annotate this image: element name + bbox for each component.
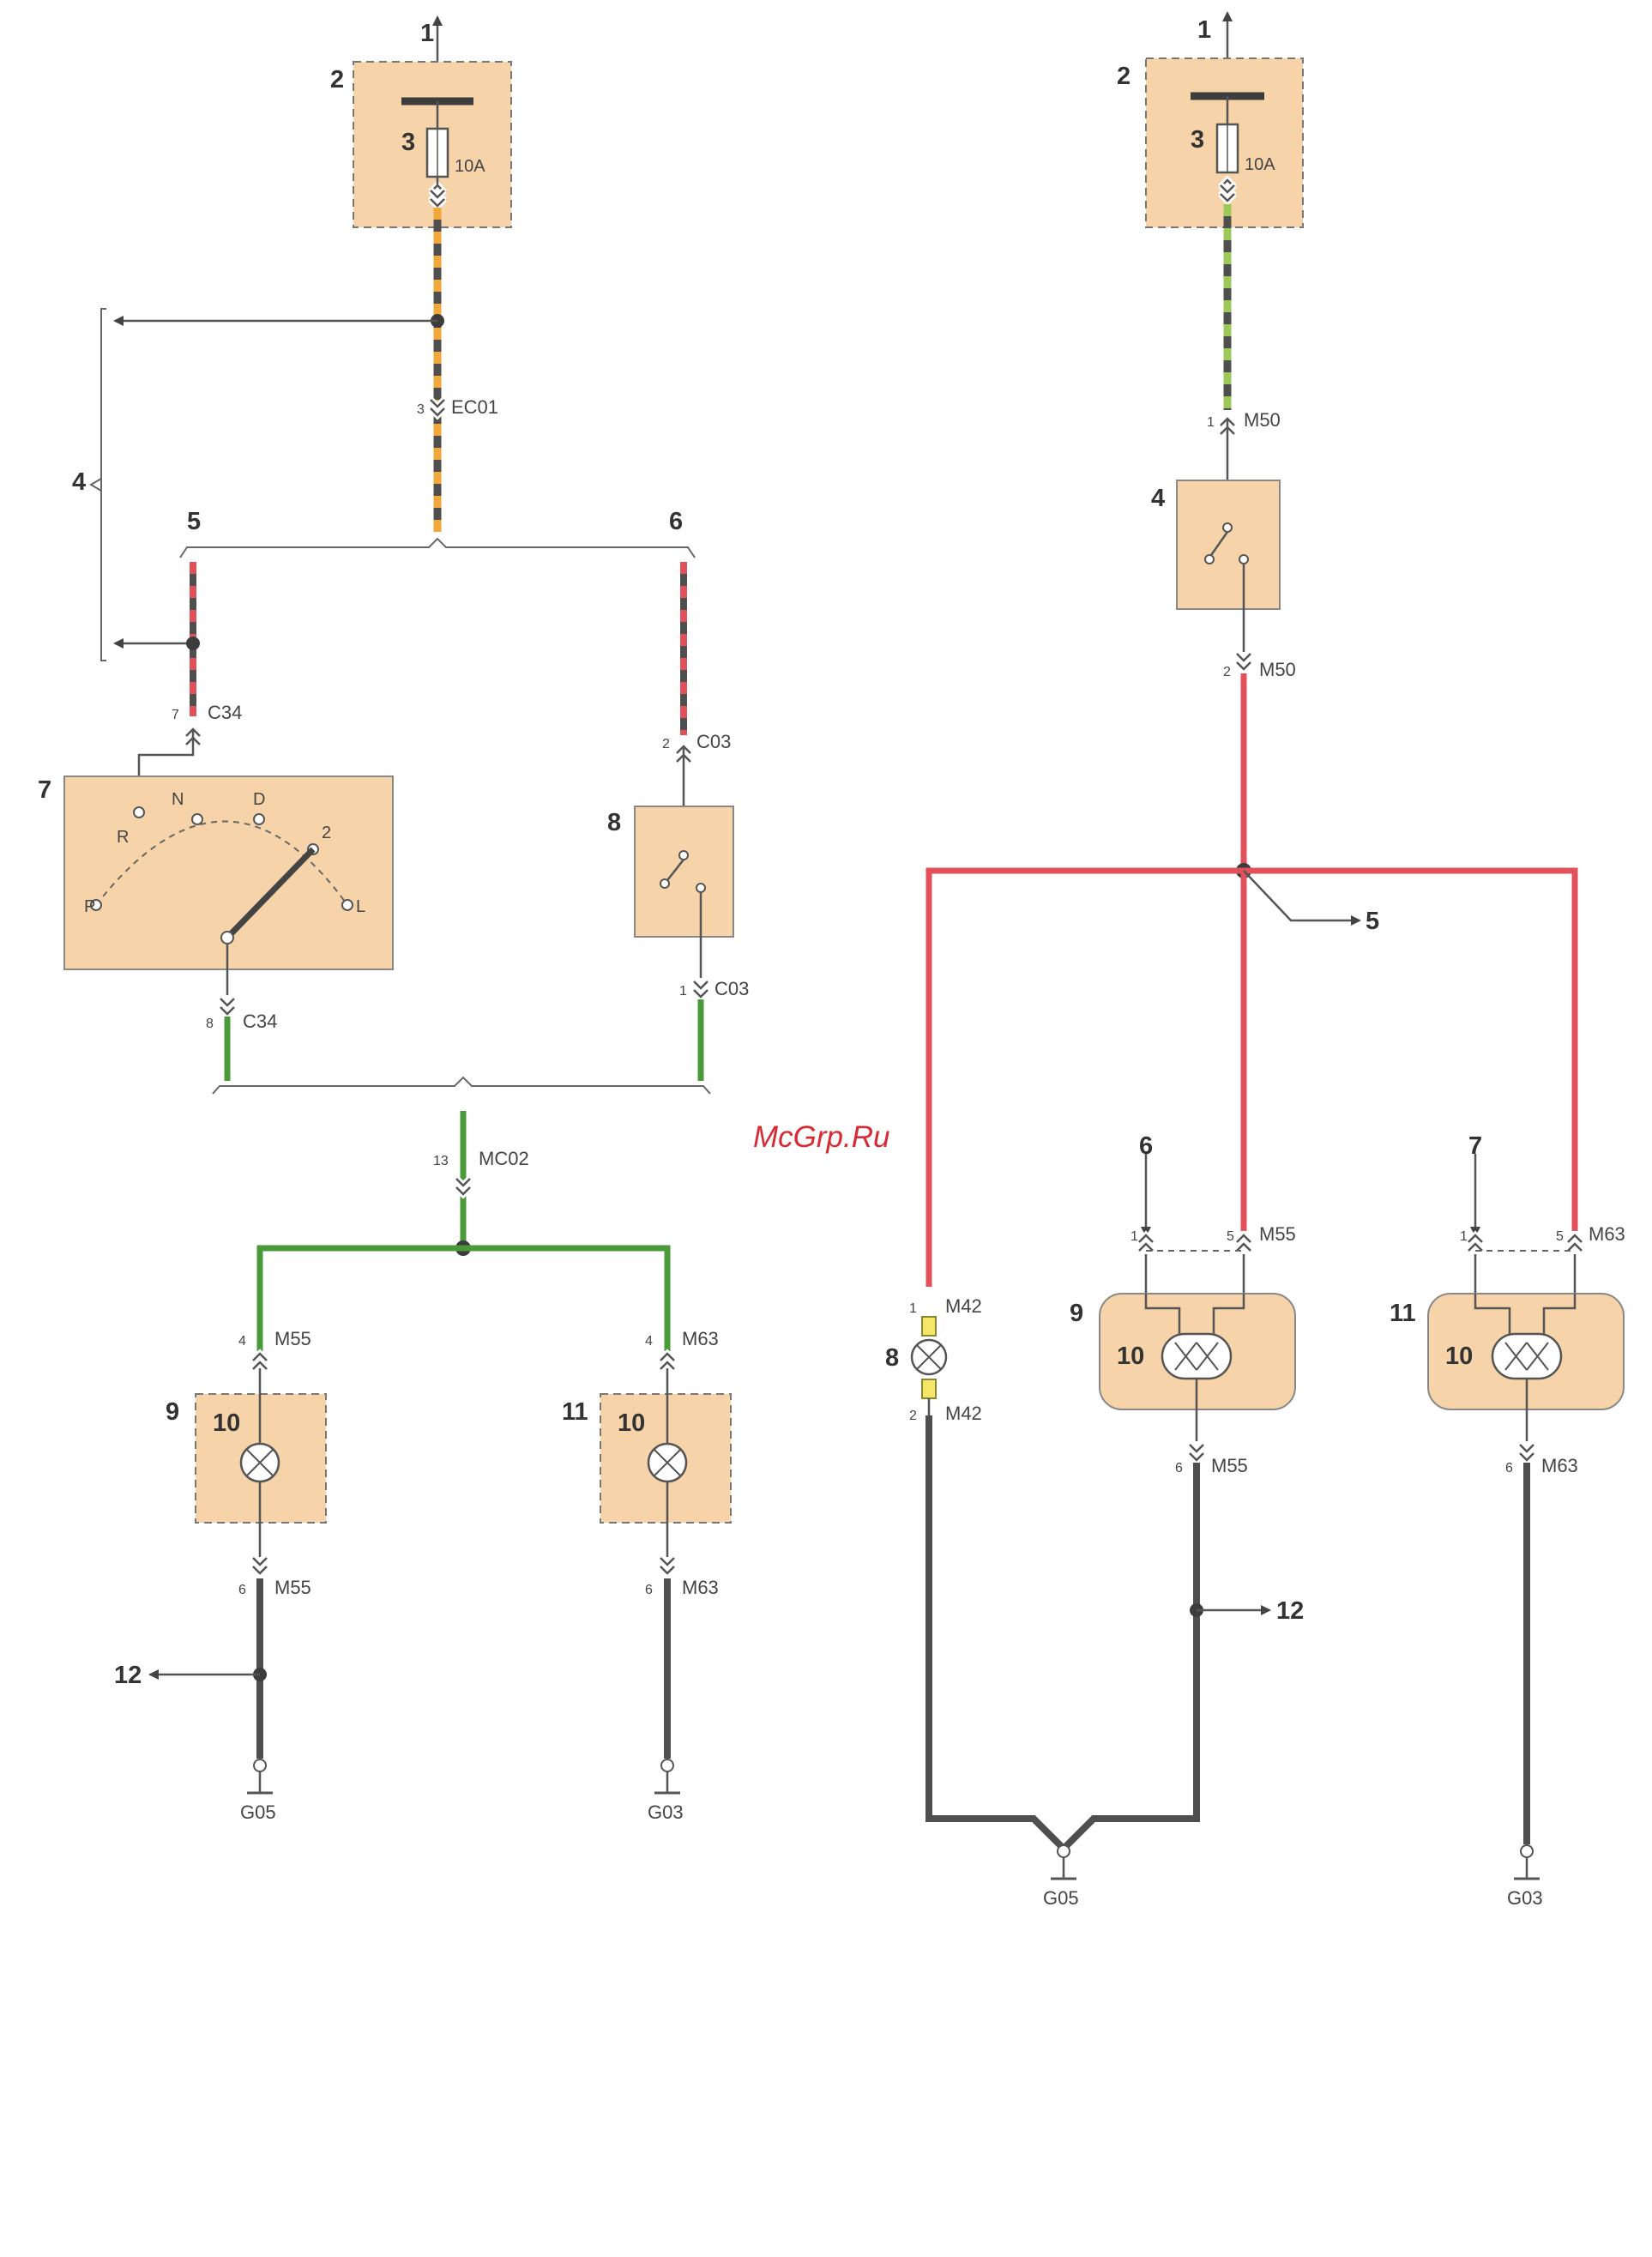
left-callout-10-b: 10 [618,1409,645,1437]
left-callout-12: 12 [114,1662,142,1689]
left-callout-7: 7 [38,776,51,804]
left-c03-top-pin: 2 [662,737,670,751]
left-bracket-mc02 [213,1077,710,1094]
left-callout-8: 8 [607,809,621,836]
right-callout-12: 12 [1276,1597,1304,1625]
left-bracket-4 [101,309,106,661]
left-m63-top-pin: 4 [645,1334,653,1349]
left-gear-n: N [172,790,184,809]
right-callout-1: 1 [1197,16,1211,44]
right-red-bus [929,871,1575,1287]
left-ground-g03: G03 [648,1801,684,1823]
right-m50-bottom-name: M50 [1259,659,1296,680]
left-callout-11: 11 [562,1398,588,1426]
right-m63-bottom-pin: 6 [1505,1461,1513,1475]
left-callout-5: 5 [187,508,201,535]
right-m42-top-pin: 1 [909,1301,917,1316]
right-callout-2: 2 [1117,63,1130,90]
left-diagram: 1 2 3 10A 4 5 6 7 8 9 10 11 10 12 3 EC01… [38,17,749,1823]
left-m63-top-name: M63 [682,1328,719,1349]
left-m63-bottom-pin: 6 [645,1583,653,1597]
right-lamp-9 [1162,1334,1231,1379]
right-m55-pin5: 5 [1227,1229,1234,1244]
right-m42-bottom-name: M42 [945,1403,982,1424]
right-m55-bottom-name: M55 [1211,1455,1248,1476]
right-lamp-11 [1492,1334,1561,1379]
right-m50-top-pin: 1 [1207,415,1215,430]
right-fuse-rating: 10A [1245,155,1275,174]
left-callout-1: 1 [420,20,434,47]
right-m63-bottom-name: M63 [1541,1455,1578,1476]
right-m50-top-name: M50 [1244,409,1281,431]
right-callout-7: 7 [1468,1132,1482,1160]
left-gear-d: D [253,790,265,809]
left-callout-9: 9 [166,1398,179,1426]
left-ground-g05: G05 [240,1801,276,1823]
right-m63-name: M63 [1589,1223,1625,1245]
right-callout-10-a: 10 [1117,1343,1144,1370]
left-c03-bottom-pin: 1 [679,984,687,999]
watermark: McGrp.Ru [753,1120,889,1154]
right-callout-4: 4 [1151,485,1165,512]
right-m50-bottom-pin: 2 [1223,665,1231,679]
right-ground-g03: G03 [1507,1887,1543,1909]
right-callout-5: 5 [1366,908,1379,935]
left-gear-p: P [84,897,95,916]
right-callout-10-b: 10 [1445,1343,1473,1370]
left-callout-6: 6 [669,508,683,535]
left-gear-2: 2 [322,824,331,842]
left-c03-top-name: C03 [696,731,731,752]
left-m55-top-pin: 4 [238,1334,246,1349]
right-m63-pin1: 1 [1460,1229,1468,1244]
left-ec01-name: EC01 [451,396,498,418]
left-c34-top-pin: 7 [172,708,179,722]
left-c34-bottom-name: C34 [243,1011,277,1032]
right-m55-pin1: 1 [1130,1229,1138,1244]
left-callout-4: 4 [72,468,86,496]
left-m55-bottom-pin: 6 [238,1583,246,1597]
left-callout-10-a: 10 [213,1409,240,1437]
right-diagram: 1 2 3 10A 4 5 6 7 8 9 10 11 10 12 1 M50 … [885,13,1625,1909]
left-callout-3: 3 [401,129,415,156]
left-bracket-5-6 [180,539,695,558]
left-fuse-rating: 10A [455,157,485,176]
left-c34-bottom-pin: 8 [206,1017,214,1031]
left-mc02-pin: 13 [433,1154,449,1168]
right-callout-6: 6 [1139,1132,1153,1160]
left-m63-bottom-name: M63 [682,1577,719,1598]
right-callout-3: 3 [1191,126,1204,154]
right-callout-11: 11 [1390,1300,1416,1327]
right-callout-8: 8 [885,1344,899,1372]
right-m55-bottom-pin: 6 [1175,1461,1183,1475]
left-m55-top-name: M55 [274,1328,311,1349]
right-switch-box [1177,480,1280,609]
left-m55-bottom-name: M55 [274,1577,311,1598]
left-mc02-name: MC02 [479,1148,529,1169]
right-ground-g05: G05 [1043,1887,1079,1909]
left-c03-bottom-name: C03 [714,978,749,999]
right-callout-9: 9 [1070,1300,1083,1327]
left-brake-switch [635,806,733,937]
right-m63-pin5: 5 [1556,1229,1564,1244]
right-m55-name: M55 [1259,1223,1296,1245]
left-ec01-pin: 3 [417,402,425,417]
left-callout-2: 2 [330,66,344,94]
right-ground-wire-g05 [929,1415,1197,1849]
left-c34-top-name: C34 [208,702,242,723]
left-gear-l: L [356,897,365,916]
right-m42-top-name: M42 [945,1295,982,1317]
left-gear-r: R [117,828,129,847]
right-m42-bottom-pin: 2 [909,1409,917,1423]
